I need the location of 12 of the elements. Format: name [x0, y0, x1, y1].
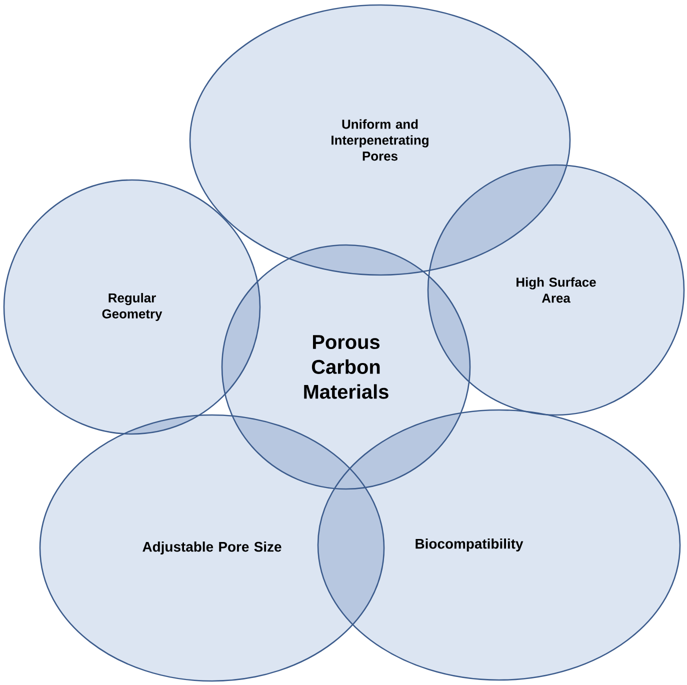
- circle: [39, 414, 385, 682]
- circle-label: Adjustable Pore Size: [142, 542, 282, 554]
- circle: [189, 4, 571, 276]
- circle-label: Regular Geometry: [102, 293, 162, 321]
- circle: [317, 409, 681, 681]
- circle-label: Uniform and Interpenetrating Pores: [332, 119, 428, 161]
- circle-label: Porous Carbon Materials: [304, 335, 388, 399]
- circle: [3, 179, 261, 435]
- circle-label: Biocompatibility: [416, 538, 524, 552]
- circle: [221, 244, 471, 490]
- circle: [427, 164, 685, 416]
- circle-label: High Surface Area: [516, 277, 596, 303]
